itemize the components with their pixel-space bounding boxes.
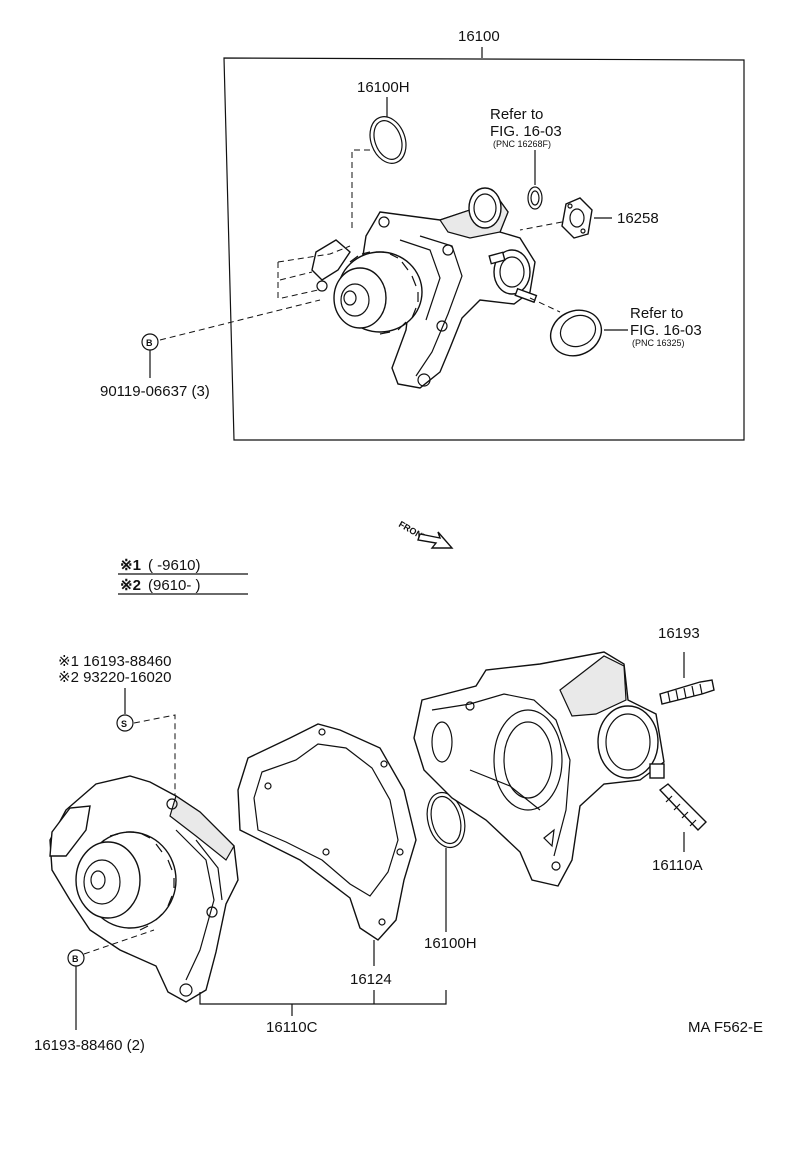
outlet-seal: [549, 309, 603, 357]
small-oring: [527, 186, 543, 210]
sub-assembly-bracket: [199, 990, 447, 1005]
note-line-1: ※1 16193-88460: [58, 653, 172, 670]
lower-oring: [426, 791, 466, 849]
upper-water-pump-body: [311, 187, 538, 389]
upper-bolt-symbol: B: [146, 338, 153, 348]
refer2-line1: Refer to: [630, 305, 683, 322]
lower-water-pump-body: [49, 775, 239, 1003]
lower-bolt-label: 16193-88460 (2): [34, 1037, 145, 1054]
stud-symbol: S: [121, 719, 127, 729]
figure-code: MA F562-E: [688, 1019, 763, 1036]
refer1-line2: FIG. 16-03: [490, 123, 562, 140]
legend-2-mark: ※2: [120, 577, 141, 594]
upper-oring-label: 16100H: [357, 79, 410, 96]
legend-1-text: ( -9610): [148, 557, 201, 574]
assembly-box: [223, 57, 745, 441]
legend-2-text: (9610- ): [148, 577, 201, 594]
gasket-16258-label: 16258: [617, 210, 659, 227]
legend: ※1 ( -9610) ※2 (9610- ): [118, 557, 248, 595]
pump-housing: [413, 651, 665, 887]
refer2-line2: FIG. 16-03: [630, 322, 702, 339]
gasket-16124: [237, 723, 417, 941]
assembly-label: 16100: [458, 28, 500, 45]
legend-1-mark: ※1: [120, 557, 141, 574]
front-indicator: FRONT: [397, 519, 454, 549]
upper-bolt-label: 90119-06637 (3): [100, 383, 210, 400]
sub-assembly-label: 16110C: [266, 1019, 318, 1036]
upper-sprocket-teeth: [349, 251, 419, 335]
stud-symbol-circle: [116, 714, 134, 732]
stud-16110A: [658, 783, 707, 832]
refer1-line1: Refer to: [490, 106, 543, 123]
note-line-2: ※2 93220-16020: [58, 669, 172, 686]
small-gasket: [561, 197, 593, 239]
lower-bolt-symbol: B: [72, 954, 79, 964]
upper-assembly: 16100 16100H Refer to FIG. 16-03 (PNC 16…: [100, 28, 745, 441]
stud-16193-label: 16193: [658, 625, 700, 642]
stud-16193: [659, 679, 715, 705]
upper-oring: [369, 116, 407, 164]
lower-exploded-view: ※1 16193-88460 ※2 93220-16020 S B: [34, 625, 715, 1054]
gasket-16124-label: 16124: [350, 971, 392, 988]
refer1-pnc: (PNC 16268F): [493, 139, 551, 149]
refer2-pnc: (PNC 16325): [632, 338, 685, 348]
lower-oring-label: 16100H: [424, 935, 477, 952]
stud-16110A-label: 16110A: [652, 857, 703, 874]
front-arrow-icon: [417, 531, 454, 549]
